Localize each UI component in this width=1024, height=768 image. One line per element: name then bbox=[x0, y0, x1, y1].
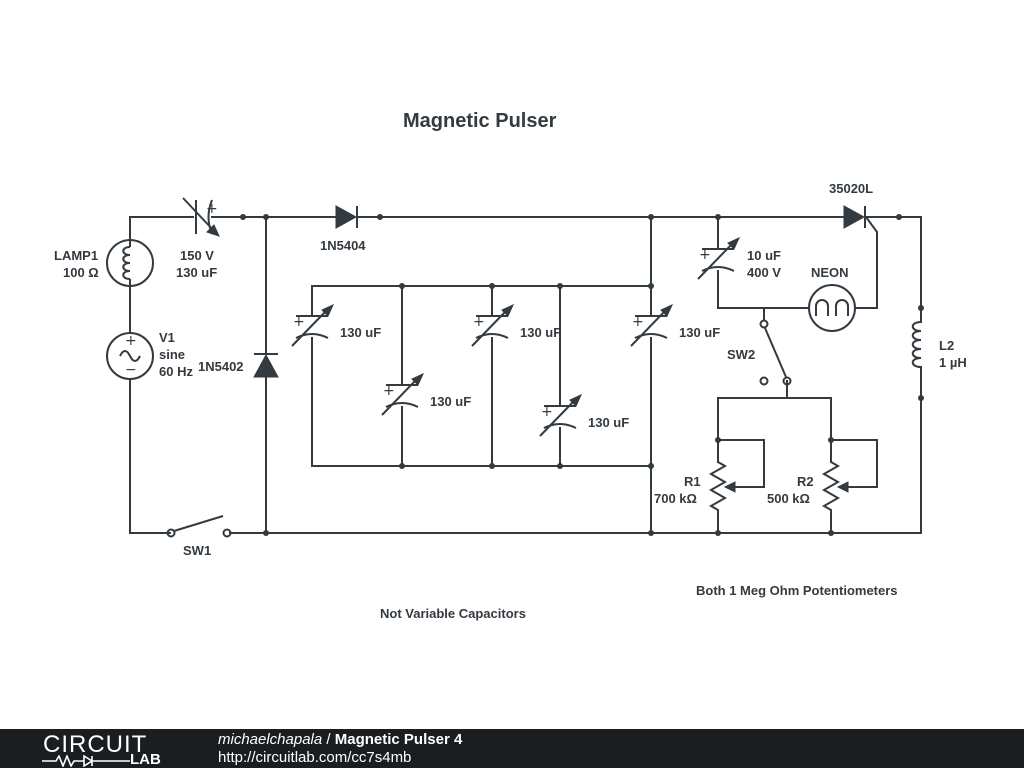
footer-title-line: michaelchapala / Magnetic Pulser 4 bbox=[218, 731, 462, 749]
logo-text-circuit: CIRCUIT bbox=[43, 731, 148, 758]
potentiometer-r1-name: R1 bbox=[684, 474, 701, 489]
capacitor-top-symbol bbox=[182, 197, 220, 237]
v1-minus: − bbox=[125, 362, 137, 378]
waveform-icon bbox=[42, 755, 130, 767]
capacitor-c3-symbol bbox=[471, 303, 515, 347]
capacitor-c4-symbol bbox=[539, 393, 583, 437]
capacitor-c1-value: 130 uF bbox=[340, 325, 381, 340]
potentiometer-r1-symbol bbox=[708, 461, 736, 512]
author-name[interactable]: michaelchapala bbox=[218, 731, 323, 748]
v1-type: sine bbox=[159, 347, 185, 362]
capacitor-c4-value: 130 uF bbox=[588, 415, 629, 430]
inductor-l2-name: L2 bbox=[939, 338, 954, 353]
capacitor-c3-plus: + bbox=[473, 314, 485, 330]
capacitor-c2-plus: + bbox=[383, 383, 395, 399]
switch-sw2-label: SW2 bbox=[727, 347, 755, 362]
capacitor-c6-plus: + bbox=[699, 247, 711, 263]
switch-sw2-symbol bbox=[759, 319, 792, 386]
v1-plus: + bbox=[125, 333, 137, 349]
lamp1-value: 100 Ω bbox=[63, 265, 99, 280]
potentiometer-r2-symbol bbox=[821, 461, 849, 512]
capacitor-c4-plus: + bbox=[541, 404, 553, 420]
inductor-l2-value: 1 µH bbox=[939, 355, 967, 370]
note-potentiometers: Both 1 Meg Ohm Potentiometers bbox=[696, 583, 898, 598]
capacitor-top-plus: + bbox=[206, 201, 218, 217]
potentiometer-r2-value: 500 kΩ bbox=[767, 491, 810, 506]
potentiometer-r2-name: R2 bbox=[797, 474, 814, 489]
footer-bar: CIRCUIT LAB michaelchapala / Magnetic Pu… bbox=[0, 729, 1024, 768]
capacitor-c1-plus: + bbox=[293, 314, 305, 330]
scr-35020l-symbol bbox=[843, 205, 866, 229]
capacitor-top-voltage: 150 V bbox=[180, 248, 214, 263]
capacitor-c5-plus: + bbox=[632, 314, 644, 330]
schematic-diagram: Magnetic Pulser bbox=[54, 110, 967, 621]
neon-label: NEON bbox=[811, 265, 849, 280]
diode-1n5402-symbol bbox=[253, 353, 279, 378]
footer-info: michaelchapala / Magnetic Pulser 4 http:… bbox=[218, 731, 462, 767]
circuitlab-logo[interactable]: CIRCUIT LAB bbox=[40, 731, 180, 768]
capacitor-c5-value: 130 uF bbox=[679, 325, 720, 340]
capacitor-c1-symbol bbox=[291, 303, 335, 347]
diode-1n5404-symbol bbox=[335, 205, 358, 229]
capacitor-c6-voltage: 400 V bbox=[747, 265, 781, 280]
logo-text-lab: LAB bbox=[130, 751, 161, 768]
wires bbox=[129, 215, 922, 534]
capacitor-c5-symbol bbox=[630, 303, 674, 347]
project-name[interactable]: Magnetic Pulser 4 bbox=[334, 731, 463, 748]
project-url[interactable]: http://circuitlab.com/cc7s4mb bbox=[218, 749, 412, 766]
v1-name: V1 bbox=[159, 330, 175, 345]
switch-sw1-symbol bbox=[166, 515, 232, 538]
diode-1n5402-label: 1N5402 bbox=[198, 359, 244, 374]
capacitor-c6-value: 10 uF bbox=[747, 248, 781, 263]
capacitor-c3-value: 130 uF bbox=[520, 325, 561, 340]
v1-source-symbol bbox=[106, 332, 154, 380]
lamp1-symbol bbox=[106, 239, 154, 287]
v1-frequency: 60 Hz bbox=[159, 364, 193, 379]
inductor-l2-symbol bbox=[911, 321, 922, 376]
capacitor-c2-value: 130 uF bbox=[430, 394, 471, 409]
lamp1-name: LAMP1 bbox=[54, 248, 98, 263]
neon-lamp-symbol bbox=[808, 284, 856, 332]
capacitor-c6-symbol bbox=[697, 236, 741, 280]
capacitor-c2-symbol bbox=[381, 372, 425, 416]
switch-sw1-label: SW1 bbox=[183, 543, 211, 558]
junction-dots bbox=[240, 214, 924, 536]
potentiometer-r1-value: 700 kΩ bbox=[654, 491, 697, 506]
title-separator: / bbox=[322, 731, 335, 748]
diagram-title: Magnetic Pulser bbox=[403, 110, 557, 132]
note-capacitors: Not Variable Capacitors bbox=[380, 606, 526, 621]
scr-35020l-label: 35020L bbox=[829, 181, 873, 196]
diode-1n5404-label: 1N5404 bbox=[320, 238, 366, 253]
capacitor-top-value: 130 uF bbox=[176, 265, 217, 280]
